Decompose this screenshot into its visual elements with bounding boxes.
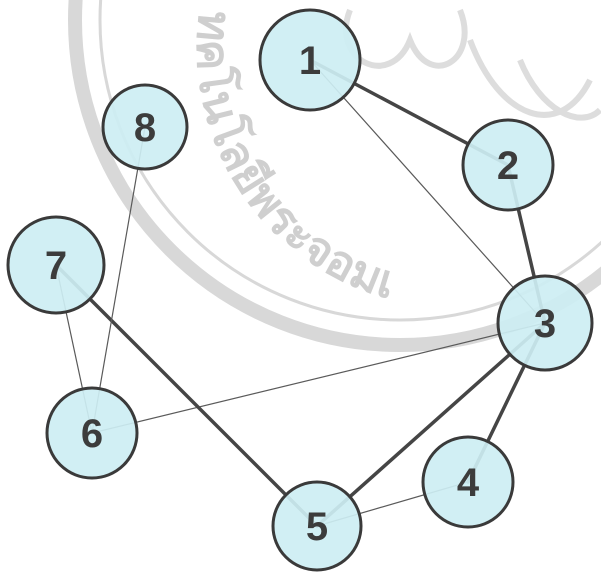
node-3: 3	[496, 274, 594, 372]
watermark-ornament	[342, 8, 601, 121]
node-7: 7	[6, 215, 106, 315]
node-1: 1	[258, 8, 362, 112]
node-circle	[258, 8, 362, 112]
node-5: 5	[271, 480, 363, 572]
node-circle	[461, 118, 555, 212]
node-label: 5	[306, 505, 328, 549]
node-6: 6	[45, 386, 139, 480]
node-label: 8	[134, 106, 156, 150]
node-4: 4	[421, 435, 515, 529]
edge-5-7	[54, 263, 319, 528]
edge-3-5	[315, 321, 547, 528]
node-circle	[271, 480, 363, 572]
node-circle	[421, 435, 515, 529]
node-label: 1	[299, 39, 321, 83]
node-8: 8	[101, 83, 189, 171]
node-circle	[101, 83, 189, 171]
edge-6-8	[91, 126, 146, 434]
node-label: 6	[81, 412, 103, 456]
node-circle	[45, 386, 139, 480]
edge-3-6	[91, 322, 546, 434]
node-circle	[6, 215, 106, 315]
node-label: 2	[497, 144, 519, 188]
node-2: 2	[461, 118, 555, 212]
node-label: 3	[534, 302, 556, 346]
edge-1-3	[309, 59, 546, 324]
node-label: 7	[45, 244, 67, 288]
node-circle	[496, 274, 594, 372]
node-layer: 1 2 3 4 5 6 7 8	[6, 8, 594, 572]
node-label: 4	[457, 461, 480, 505]
